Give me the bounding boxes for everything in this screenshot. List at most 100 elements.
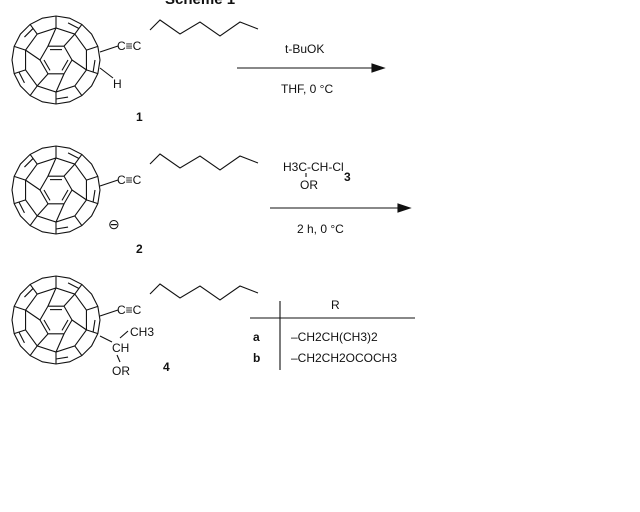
- cage-bond: [86, 329, 99, 335]
- cage-bond: [36, 203, 49, 217]
- fullerene-4: [11, 275, 101, 365]
- cage-bond: [74, 24, 83, 35]
- methyl-group: CH3: [130, 325, 154, 339]
- cage-bond: [71, 319, 87, 331]
- cage-bond: [25, 309, 41, 321]
- cage-bond: [25, 287, 87, 353]
- cage-bond: [25, 49, 41, 61]
- cage-bond: [86, 69, 99, 75]
- cage-bond: [13, 45, 26, 51]
- cage-bond: [11, 15, 101, 105]
- cage-bond: [55, 226, 69, 230]
- cage-bond: [39, 45, 73, 75]
- cage-bond: [47, 157, 57, 177]
- heptyl-chain-1: [149, 19, 259, 37]
- cage-bond: [55, 73, 65, 93]
- cage-bond: [29, 154, 38, 165]
- bond: [99, 45, 119, 53]
- cage-bond: [25, 179, 41, 191]
- scheme-title: Scheme 1: [165, 0, 235, 8]
- cage-bond: [86, 199, 99, 205]
- cage-bond: [47, 27, 57, 47]
- or-group: OR: [112, 364, 130, 378]
- cage-bond: [55, 203, 65, 223]
- cage-bond: [43, 189, 51, 201]
- cage-bond: [39, 175, 73, 205]
- reagent-3-or: OR: [300, 178, 318, 192]
- cage-bond: [74, 215, 83, 226]
- cage-bond: [63, 33, 76, 47]
- cage-bond: [13, 199, 26, 205]
- cage-bond: [55, 333, 65, 353]
- cage-bond: [63, 293, 76, 307]
- heptyl-chain-4: [149, 283, 259, 301]
- cage-bond: [29, 345, 38, 356]
- bond: [99, 179, 119, 187]
- cage-bond: [74, 85, 83, 96]
- compound-label-4: 4: [163, 360, 170, 374]
- cage-bond: [11, 275, 101, 365]
- cage-bond: [13, 329, 26, 335]
- cage-bond: [92, 59, 96, 73]
- cage-bond: [71, 189, 87, 201]
- cage-bond: [55, 96, 69, 100]
- bond: [119, 330, 129, 339]
- alkyne-1: C≡C: [117, 39, 142, 53]
- cage-bond: [36, 333, 49, 347]
- cage-bond: [86, 175, 99, 181]
- cage-bond: [92, 319, 96, 333]
- compound-label-2: 2: [136, 242, 143, 256]
- cage-bond: [74, 345, 83, 356]
- bond: [99, 67, 114, 79]
- row-key-a: a: [253, 330, 260, 344]
- cage-bond: [47, 287, 57, 307]
- cage-bond: [24, 158, 34, 168]
- row-value-b: –CH2CH2OCOCH3: [291, 351, 397, 365]
- cage-bond: [67, 152, 80, 159]
- cage-bond: [13, 305, 26, 311]
- cage-bond: [86, 305, 99, 311]
- cage-bond: [29, 85, 38, 96]
- cage-bond: [25, 27, 87, 93]
- ch-group: CH: [112, 341, 129, 355]
- alkyne-2: C≡C: [117, 173, 142, 187]
- cage-bond: [11, 145, 101, 235]
- cage-bond: [92, 189, 96, 203]
- reagent-label-3: 3: [344, 170, 351, 184]
- hydrogen-atom: H: [113, 77, 122, 91]
- cage-bond: [86, 45, 99, 51]
- cage-bond: [71, 59, 87, 71]
- cage-bond: [18, 71, 25, 84]
- fullerene-1: [11, 15, 101, 105]
- cage-bond: [55, 356, 69, 360]
- anion-charge: ⊖: [108, 216, 120, 232]
- cage-bond: [61, 319, 69, 331]
- cage-bond: [61, 59, 69, 71]
- cage-bond: [29, 284, 38, 295]
- cage-bond: [63, 163, 76, 177]
- cage-bond: [74, 154, 83, 165]
- cage-bond: [67, 282, 80, 289]
- step1-conditions: THF, 0 °C: [281, 82, 333, 96]
- cage-bond: [24, 28, 34, 38]
- bond: [99, 309, 119, 317]
- cage-bond: [67, 22, 80, 29]
- heptyl-chain-2: [149, 153, 259, 171]
- fullerene-2: [11, 145, 101, 235]
- cage-bond: [13, 175, 26, 181]
- bond: [116, 354, 121, 363]
- reagent-3-top: H3C-CH-Cl: [283, 160, 344, 174]
- cage-bond: [43, 59, 51, 71]
- cage-bond: [18, 331, 25, 344]
- cage-bond: [13, 69, 26, 75]
- cage-bond: [36, 73, 49, 87]
- step1-reagent: t-BuOK: [285, 42, 324, 56]
- compound-label-1: 1: [136, 110, 143, 124]
- bond: [99, 335, 113, 343]
- step2-conditions: 2 h, 0 °C: [297, 222, 344, 236]
- cage-bond: [24, 288, 34, 298]
- arrowhead-icon: [397, 203, 412, 213]
- cage-bond: [61, 189, 69, 201]
- cage-bond: [29, 24, 38, 35]
